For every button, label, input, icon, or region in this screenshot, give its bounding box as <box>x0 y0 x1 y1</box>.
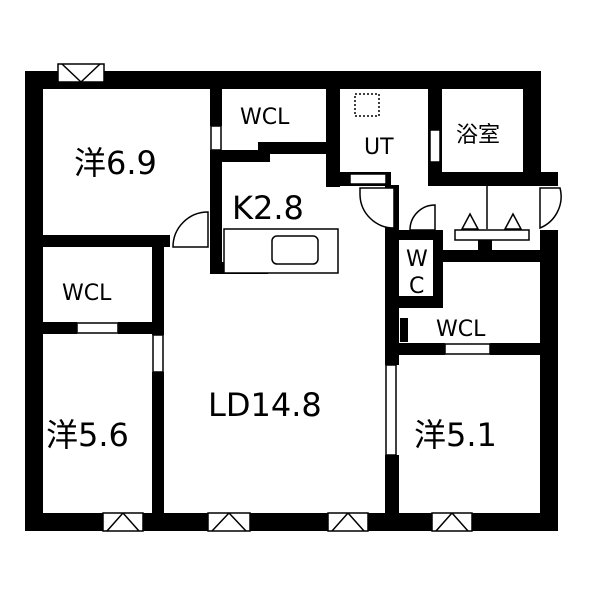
wall-rb-left-bottom <box>385 455 399 531</box>
label-wcl-right: WCL <box>436 317 486 342</box>
wall-rb-mid <box>440 250 540 262</box>
wall-wcb-1 <box>478 239 492 251</box>
wall-wclr-bottom-a <box>385 343 445 355</box>
outer-wall-top <box>25 71 541 89</box>
wall-wclt-right <box>326 71 340 181</box>
label-wc-c: C <box>409 274 424 299</box>
label-bath: 浴室 <box>456 123 500 148</box>
room-labels: 洋6.9 WCL UT 浴室 K2.8 WCL 洋5.6 LD14.8 W C … <box>46 105 500 454</box>
window-top <box>57 63 105 83</box>
door-ut <box>349 173 387 185</box>
label-western-5-6: 洋5.6 <box>46 416 129 454</box>
window-bottom-4 <box>431 512 473 532</box>
entry-marks <box>460 186 523 230</box>
windows <box>57 63 473 532</box>
wall-wc-right <box>433 230 443 300</box>
entry-triangle-2 <box>503 212 523 230</box>
fixtures <box>76 93 530 456</box>
window-bottom-1 <box>102 512 144 532</box>
label-wc-w: W <box>406 247 428 272</box>
door-bath <box>429 129 441 163</box>
entry-triangle-1 <box>460 212 480 230</box>
wall-w69-bottom <box>25 235 170 247</box>
sliding-door-ld-right <box>385 364 397 456</box>
ut-vent <box>354 93 380 117</box>
door-swing-entry-right <box>539 187 562 230</box>
label-wcl-top: WCL <box>240 105 290 130</box>
door-swings <box>172 187 562 248</box>
wall-w69-right-bottom <box>210 150 222 270</box>
label-western-5-1: 洋5.1 <box>414 416 497 454</box>
wall-ut-right <box>428 71 442 186</box>
door-wclt <box>210 125 222 151</box>
wall-wcll-bottom-b <box>118 322 164 334</box>
window-bottom-2 <box>207 512 300 532</box>
label-wcl-left: WCL <box>62 281 112 306</box>
wall-wclt-step2 <box>258 142 338 154</box>
shoe-box <box>454 229 530 241</box>
sliding-door-w56 <box>152 334 164 373</box>
wall-wcll-bottom-a <box>25 322 77 334</box>
door-wclr <box>444 343 491 355</box>
wall-bath-bottom <box>428 172 540 186</box>
wall-w56-right-top <box>152 235 164 335</box>
outer-wall-right-lower <box>540 230 558 531</box>
label-kitchen: K2.8 <box>232 189 304 227</box>
window-bottom-3 <box>327 512 369 532</box>
wall-w56-right-bottom <box>152 372 164 531</box>
label-western-6-9: 洋6.9 <box>74 144 157 182</box>
wall-wclt-bottom <box>210 150 268 162</box>
door-swing-wc <box>409 204 436 231</box>
wall-wclr-mark <box>400 318 408 342</box>
outer-wall-left <box>25 71 43 531</box>
kitchen-sink <box>271 235 319 265</box>
wall-rb-left-top <box>385 210 399 365</box>
wall-wclr-bottom-b <box>490 343 540 355</box>
wall-wc-bottom <box>385 296 443 308</box>
label-ld: LD14.8 <box>208 386 322 424</box>
door-wcll <box>76 322 119 334</box>
label-ut: UT <box>364 135 394 160</box>
door-swing-entry-left <box>359 187 395 229</box>
wall-w69-right-top <box>210 71 222 126</box>
outer-wall-right-upper <box>523 71 541 181</box>
door-swing-w69 <box>172 211 209 248</box>
wall-wc-top <box>385 230 440 240</box>
